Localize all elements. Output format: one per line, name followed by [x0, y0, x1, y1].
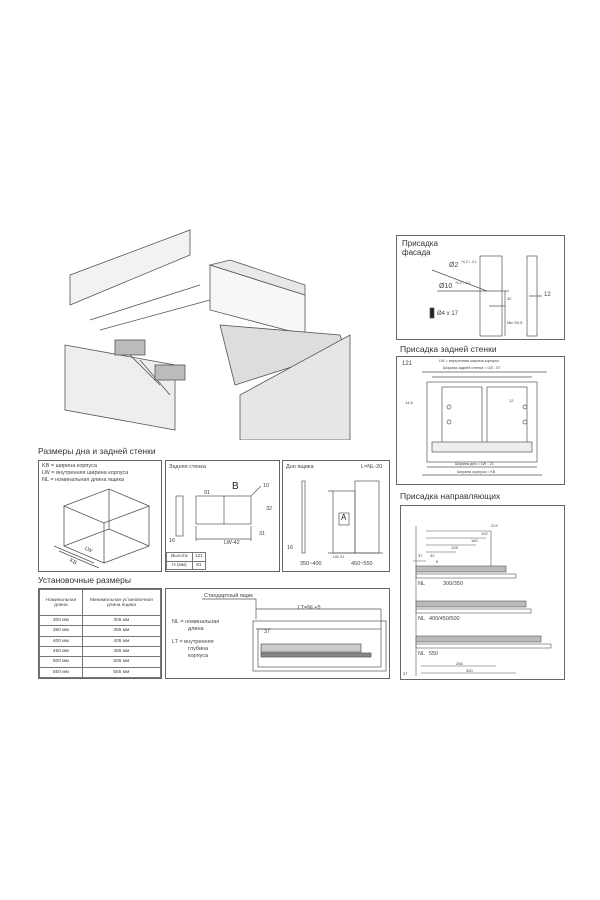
group-300-350: 300/350 — [443, 581, 463, 587]
min-59: Min 59,5 — [507, 320, 523, 325]
bottom-panel-letter: A — [341, 513, 347, 522]
cell: 550 мм — [39, 666, 83, 679]
back-panel-box: Задняя стенка B 91 10 32 31 LW-42 16 Выс… — [165, 460, 280, 572]
screw-size: Ø4 x 17 — [437, 311, 459, 317]
dim-32: 32 — [266, 506, 273, 512]
rails-box: 224 192 160 128 37 32 9 NL 300/350 NL 40… — [400, 505, 565, 680]
back-width-dim: Ширина задней стенки = LW - 57 — [443, 366, 501, 370]
bottom-panel-title: Дно ящика — [286, 464, 314, 470]
dim-192: 192 — [481, 531, 488, 536]
lt-def2: глубина — [188, 646, 209, 652]
lt-def: LT = внутренняя — [172, 639, 214, 645]
tol-d2: +0,2 / -0,1 — [461, 260, 477, 264]
header-nominal: Номинальная длина — [39, 589, 83, 616]
legend-kb: KB = ширина корпуса — [42, 463, 97, 469]
cell: 355 мм — [81, 625, 162, 637]
lt-def3: корпуса — [188, 653, 209, 659]
dim-91: 91 — [204, 490, 211, 496]
cell: 300 мм — [39, 614, 83, 627]
section-title-rails: Присадка направляющих — [400, 491, 501, 501]
dim-128: 128 — [451, 545, 458, 550]
back-panel-title: Задняя стенка — [169, 464, 207, 470]
dim-37: 37 — [264, 629, 271, 635]
cell: 455 мм — [81, 645, 162, 658]
cell: 350 мм — [39, 625, 83, 637]
dim-9: 9 — [436, 559, 439, 564]
dim-37b: 37 — [418, 553, 423, 558]
dim-16: 16 — [169, 538, 176, 544]
section-title-bottom-back: Размеры дна и задней стенки — [38, 446, 156, 456]
section-title-install: Установочные размеры — [38, 575, 131, 585]
dim-lw-42: LW-42 — [224, 540, 240, 546]
dim-12b: 12 — [509, 398, 514, 403]
dim-224: 224 — [491, 523, 498, 528]
height-label: Высота — [166, 552, 193, 562]
height-value: 121 — [191, 552, 207, 562]
dim-160: 160 — [471, 538, 478, 543]
bottom-formula: L=NL-20 — [361, 464, 383, 470]
bottom-width-dim: Ширина дна = LW - 21 — [455, 462, 494, 466]
dim-16b: 16 — [287, 545, 294, 551]
group-550: 550 — [429, 651, 439, 657]
dim-d10: Ø10 — [439, 283, 453, 290]
height-121: 121 — [402, 361, 413, 367]
h-label: H (мм) — [166, 560, 193, 570]
header-min: Минимальная установочная длина ящика — [81, 589, 162, 616]
dim-31: 31 — [259, 531, 266, 537]
legend-panel: KB = ширина корпуса LW = внутренняя шири… — [38, 460, 162, 572]
cell: 555 мм — [81, 666, 162, 679]
std-drawer-label: Стандартный ящик — [204, 593, 253, 599]
lw-dim: LW = внутренняя ширина корпуса — [439, 359, 499, 363]
nl-label-1: NL — [418, 581, 426, 587]
legend-lw: LW = внутренняя ширина корпуса — [42, 470, 129, 476]
legend-nl: NL = номинальная длина ящика — [42, 477, 125, 483]
nl-label-2: NL — [418, 616, 426, 622]
nl-label-3: NL — [418, 651, 426, 657]
tol-d10: +0,2 / -0,1 — [455, 281, 471, 285]
dim-32: 32 — [507, 296, 512, 301]
cell: 400 мм — [39, 635, 83, 648]
dim-37c: 37 — [403, 671, 408, 676]
screw-icon — [429, 307, 435, 319]
kb-dim: Ширина корпуса = KB — [457, 470, 496, 474]
bottom-panel-box: Дно ящика L=NL-20 A 16 LW-21 350~400 450… — [282, 460, 390, 572]
range-450-550: 450~550 — [351, 561, 373, 567]
back-panel-letter: B — [232, 481, 239, 492]
cell: 305 мм — [81, 614, 162, 627]
facade-box: Присадка фасада Ø2 +0,2 / -0,1 Ø10 +0,2 … — [396, 235, 565, 340]
nl-def: NL = номинальная — [172, 619, 220, 625]
cell: 500 мм — [39, 656, 83, 668]
cell: 450 мм — [39, 645, 83, 658]
cabinet-iso-icon — [53, 488, 151, 569]
back-wall-box: 121 LW = внутренняя ширина корпуса Ширин… — [396, 356, 565, 485]
facade-title: Присадка фасада — [402, 239, 438, 257]
dim-10: 10 — [263, 483, 270, 489]
drawer-exploded-view — [60, 225, 365, 440]
h-value: 91 — [191, 560, 207, 570]
dim-320: 320 — [466, 668, 473, 673]
install-diagram-box: Стандартный ящик LT=NL+5 37 NL = номинал… — [165, 588, 390, 679]
cell: 505 мм — [81, 656, 162, 668]
section-title-back-wall: Присадка задней стенки — [400, 344, 497, 354]
dim-32b: 32 — [430, 553, 435, 558]
cell: 405 мм — [81, 635, 162, 648]
dim-lw-21: LW-21 — [333, 554, 345, 559]
group-400-500: 400/450/500 — [429, 616, 460, 622]
dim-d2: Ø2 — [449, 262, 459, 269]
range-350-400: 350~400 — [300, 561, 322, 567]
dim-14-5: 14,5 — [405, 400, 413, 405]
nl-def2: длина — [188, 626, 204, 632]
dim-256: 256 — [456, 661, 463, 666]
dim-12: 12 — [544, 292, 551, 298]
lt-formula: LT=NL+5 — [298, 605, 321, 611]
